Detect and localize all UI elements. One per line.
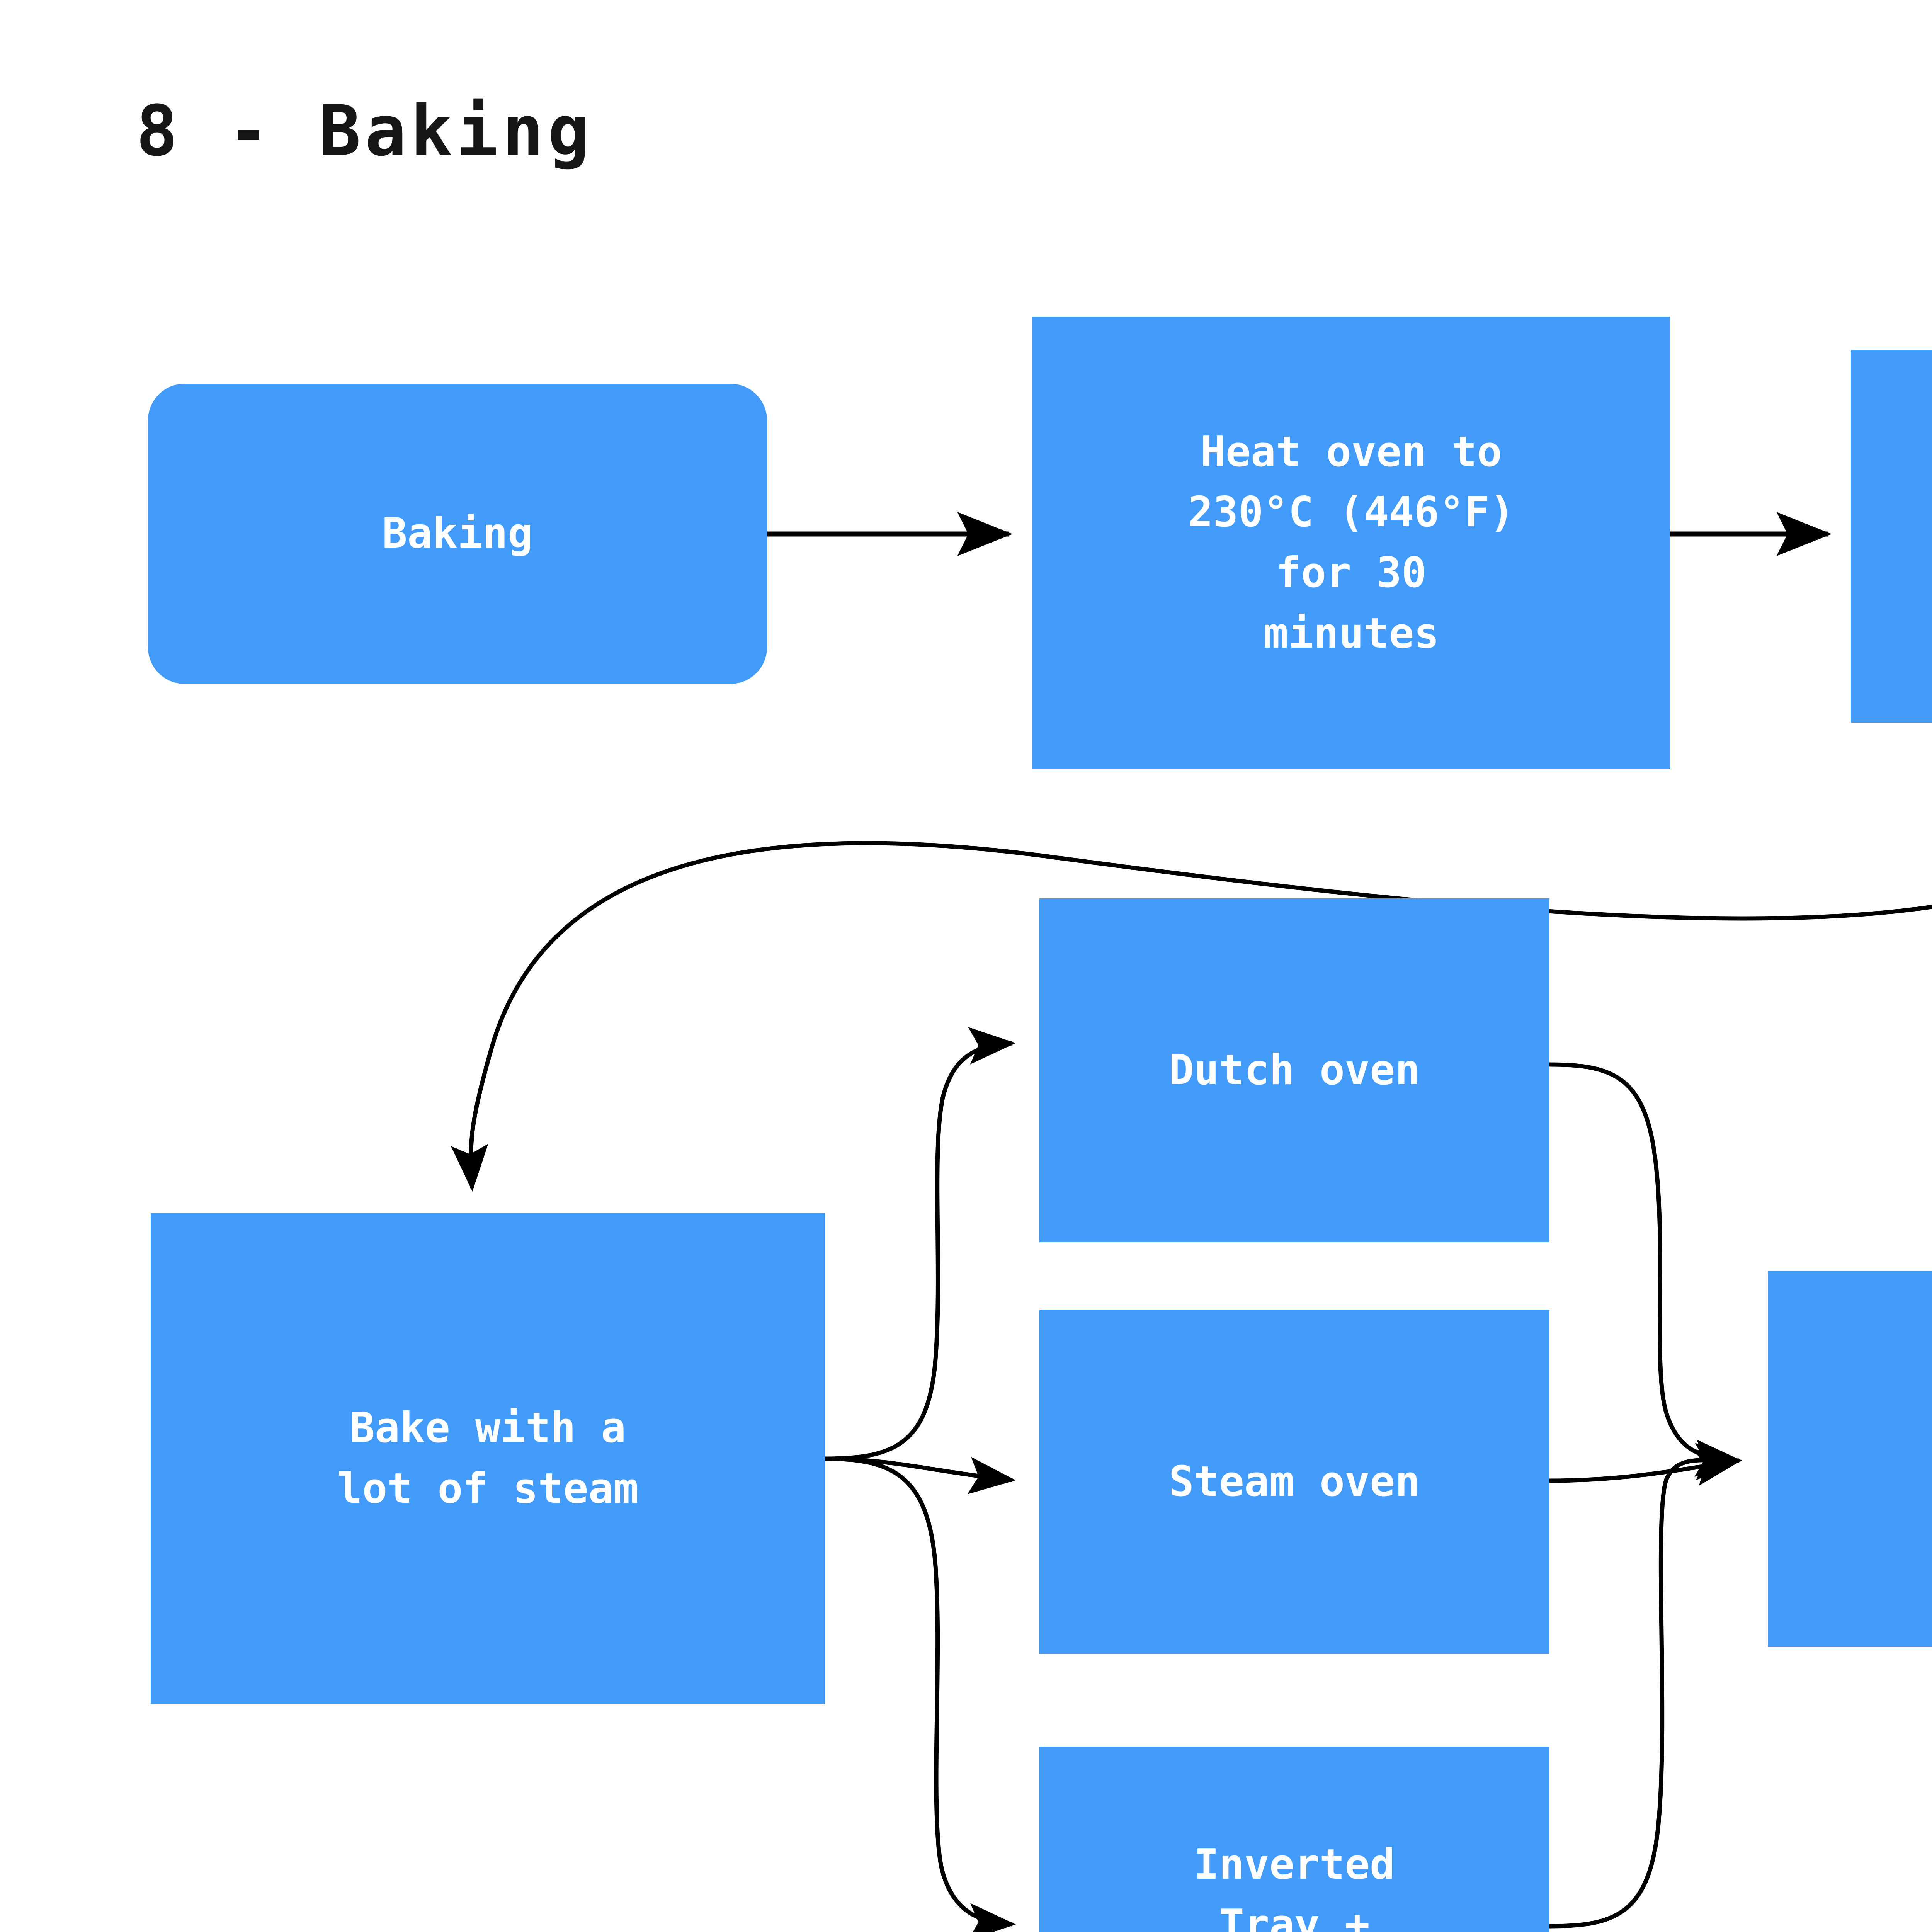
node-bake-steam-label: Bake with a lot of steam — [337, 1404, 639, 1513]
edge-bake-steam-to-steam-oven — [825, 1456, 1016, 1494]
edge-dutch-oven-to-wait-30 — [1549, 1062, 1742, 1477]
node-wait-30[interactable]: Wait 30 minutes — [1768, 1271, 1932, 1647]
node-steam-oven-label: Steam oven — [1168, 1457, 1420, 1506]
node-score-dough[interactable]: Score your dough — [1851, 350, 1932, 723]
page-title: 8 - Baking — [136, 91, 594, 172]
edge-bake-steam-to-dutch-oven — [825, 1027, 1016, 1461]
node-inverted-tray[interactable]: Inverted Tray + Bowl — [1039, 1747, 1549, 1932]
node-dutch-oven-label: Dutch oven — [1168, 1046, 1420, 1094]
edge-steam-oven-to-wait-30 — [1549, 1449, 1742, 1486]
node-steam-oven[interactable]: Steam oven — [1039, 1310, 1549, 1654]
node-inverted-tray-label: Inverted Tray + Bowl — [1194, 1840, 1395, 1932]
node-dutch-oven[interactable]: Dutch oven — [1039, 898, 1549, 1242]
node-start-label: Baking — [382, 509, 533, 558]
node-start[interactable]: Baking — [148, 384, 767, 684]
node-heat-oven[interactable]: Heat oven to 230°C (446°F) for 30 minute… — [1032, 317, 1670, 769]
edge-bake-steam-to-inverted-tray — [825, 1456, 1016, 1932]
node-bake-steam[interactable]: Bake with a lot of steam — [151, 1213, 825, 1704]
node-heat-oven-label: Heat oven to 230°C (446°F) for 30 minute… — [1188, 427, 1515, 658]
edge-inverted-tray-to-wait-30 — [1549, 1443, 1742, 1929]
